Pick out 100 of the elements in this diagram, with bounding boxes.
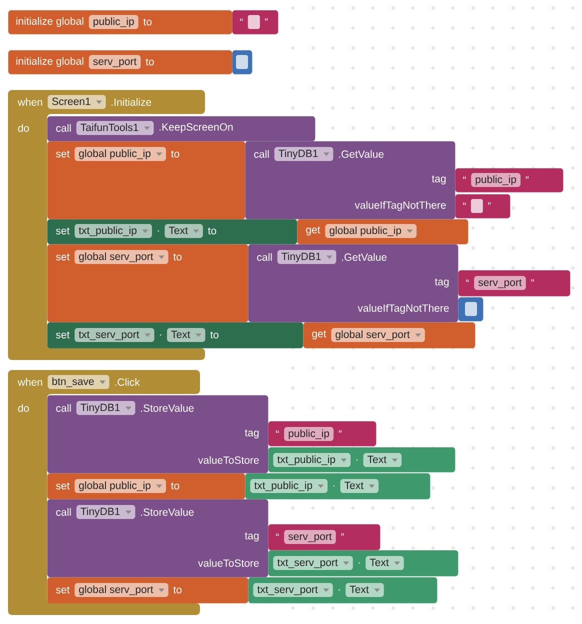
string-field: serv_port [284, 530, 336, 544]
keyword-label: .Initialize [112, 98, 152, 106]
keyword-label: call [257, 253, 272, 261]
dropdown-field: txt_public_ip [273, 453, 351, 467]
keyword-label: call [56, 508, 71, 516]
code-block [245, 473, 430, 500]
string-field: public_ip [284, 427, 334, 441]
keyword-label: . [158, 230, 159, 232]
keyword-label: .GetValue [339, 150, 384, 158]
keyword-label: set [56, 586, 70, 594]
code-block [47, 141, 246, 220]
quote-mark: ” [341, 533, 344, 536]
keyword-label: valueIfTagNotThere [358, 304, 449, 314]
dropdown-field: TaifunTools1 [76, 121, 154, 135]
keyword-label: to [171, 482, 180, 490]
text-block [232, 10, 278, 34]
code-block [248, 577, 438, 604]
dropdown-field: global serv_port [74, 583, 168, 597]
keyword-label: set [56, 332, 70, 338]
keyword-label: . [358, 562, 360, 564]
quote-mark: “ [466, 279, 469, 282]
text-block [268, 421, 376, 446]
code-block [245, 141, 456, 220]
keyword-label: set [56, 150, 70, 158]
code-block [8, 10, 232, 34]
dropdown-field: Text [167, 328, 206, 342]
keyword-label: tag [244, 430, 259, 438]
dropdown-field: Text [363, 453, 402, 467]
keyword-label: .StoreValue [141, 404, 194, 412]
keyword-label: call [56, 124, 71, 132]
code-block [297, 219, 468, 244]
keyword-label: initialize global [16, 17, 84, 27]
dropdown-field: global serv_port [331, 328, 425, 342]
dropdown-field: global public_ip [74, 147, 166, 161]
keyword-label: to [146, 58, 154, 66]
quote-mark: “ [463, 202, 466, 205]
keyword-label: tag [434, 278, 449, 288]
code-block [268, 550, 458, 576]
dropdown-field: Text [366, 556, 404, 570]
dropdown-field: txt_public_ip [74, 224, 152, 238]
keyword-label: valueToStore [198, 559, 259, 567]
quote-mark: ” [488, 202, 491, 205]
keyword-label: valueIfTagNotThere [354, 201, 446, 211]
keyword-label: valueToStore [198, 456, 259, 464]
dropdown-field: Text [164, 224, 203, 238]
keyword-label: to [173, 586, 182, 594]
number-block [458, 297, 484, 322]
dropdown-field: btn_save [48, 375, 110, 389]
dropdown-field: global serv_port [74, 250, 168, 264]
keyword-label: .KeepScreenOn [160, 123, 233, 133]
keyword-label: set [56, 228, 70, 234]
dropdown-field: TinyDB1 [274, 147, 334, 161]
dropdown-field: TinyDB1 [76, 401, 136, 415]
dropdown-field: Text [346, 583, 384, 597]
keyword-label: .StoreValue [141, 508, 194, 516]
code-block [303, 322, 476, 348]
keyword-label: call [56, 404, 71, 412]
quote-mark: “ [276, 533, 279, 536]
code-block [8, 50, 232, 74]
quote-mark: “ [276, 430, 279, 433]
dropdown-field: global public_ip [325, 224, 417, 238]
dropdown-field: TinyDB1 [76, 505, 136, 519]
keyword-label: do [18, 124, 29, 132]
code-block [47, 499, 268, 578]
number-block [232, 50, 252, 74]
keyword-label: set [56, 254, 70, 260]
keyword-label: to [210, 332, 218, 338]
text-block [268, 524, 380, 550]
keyword-label: tag [244, 532, 259, 542]
keyword-label: . [160, 334, 162, 336]
quote-mark: “ [240, 18, 243, 21]
keyword-label: to [171, 150, 180, 158]
dropdown-field: txt_public_ip [250, 479, 328, 493]
code-block [47, 577, 248, 604]
keyword-label: set [56, 482, 70, 490]
keyword-label: when [18, 98, 42, 106]
dropdown-field: txt_serv_port [273, 556, 353, 570]
event-block [8, 370, 200, 615]
code-block [47, 219, 298, 244]
dropdown-field: global public_ip [74, 479, 166, 493]
string-field: public_ip [471, 173, 521, 187]
keyword-label: call [254, 150, 269, 158]
name-field: serv_port [88, 55, 141, 69]
code-block [47, 395, 268, 474]
keyword-label: . [356, 459, 358, 461]
keyword-label: get [312, 330, 326, 340]
quote-mark: ” [264, 18, 268, 21]
code-block [47, 473, 246, 500]
keyword-label: to [143, 18, 152, 26]
code-block [268, 447, 456, 472]
code-block [47, 322, 304, 348]
keyword-label: to [208, 228, 216, 234]
text-block [455, 194, 510, 218]
keyword-label: .GetValue [342, 253, 387, 261]
quote-mark: “ [463, 176, 466, 179]
quote-mark: ” [338, 430, 342, 433]
code-block [47, 116, 316, 142]
keyword-label: .Click [115, 378, 140, 386]
quote-mark: ” [526, 176, 529, 179]
quote-mark: ” [531, 279, 534, 282]
